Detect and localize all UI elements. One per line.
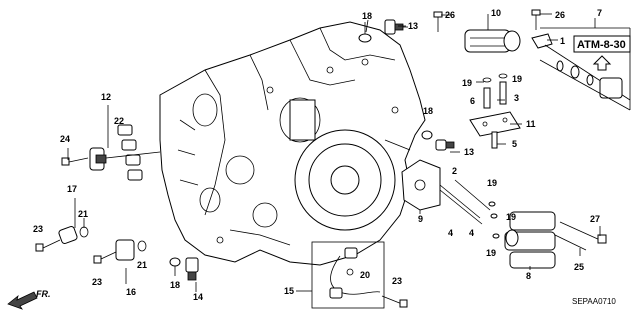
callout-17: 17 [67, 184, 77, 194]
harness-15 [311, 241, 385, 309]
leader-lines [67, 13, 601, 292]
washer-18-low [169, 257, 181, 267]
diagram-code: SEPAA0710 [572, 297, 616, 306]
callout-20: 20 [360, 270, 370, 280]
solenoid-detail [544, 44, 631, 101]
callout-13: 13 [408, 21, 418, 31]
callout-19: 19 [506, 212, 516, 222]
bolt-26-right [531, 9, 541, 30]
callout-1: 1 [560, 36, 565, 46]
bolt-23-mid [93, 251, 117, 264]
callout-26: 26 [555, 10, 565, 20]
transmission-housing [159, 21, 426, 266]
bolt-24 [61, 157, 89, 166]
callout-19: 19 [486, 248, 496, 258]
callout-21: 21 [137, 260, 147, 270]
callout-12: 12 [101, 92, 111, 102]
front-direction-arrow: FR. [7, 289, 51, 310]
cover-9 [401, 159, 441, 211]
valve-body-8 [504, 211, 556, 269]
bolt-26-left [433, 11, 443, 32]
reference-box: ATM-8-30 [539, 27, 631, 111]
callout-10: 10 [491, 8, 501, 18]
callout-23: 23 [92, 277, 102, 287]
pin-3 [498, 73, 508, 105]
callout-18: 18 [170, 280, 180, 290]
sensor-14 [185, 257, 199, 281]
callout-18: 18 [362, 11, 372, 21]
bolts-4 [439, 179, 491, 225]
washers-19 [488, 201, 500, 239]
bolt-23-left [35, 239, 61, 252]
sensor-16 [115, 239, 147, 261]
callout-11: 11 [526, 119, 536, 129]
bolt-25 [554, 234, 587, 251]
pin-6 [482, 77, 492, 109]
callout-19: 19 [512, 74, 522, 84]
bolt-18-top [358, 22, 372, 43]
front-arrow-icon [7, 291, 38, 310]
bracket-1 [531, 33, 553, 49]
callout-25: 25 [574, 262, 584, 272]
front-label: FR. [36, 289, 51, 299]
callout-18: 18 [423, 106, 433, 116]
callout-2: 2 [452, 166, 457, 176]
reference-label: ATM-8-30 [577, 39, 626, 51]
callout-14: 14 [193, 292, 203, 302]
callout-26: 26 [445, 10, 455, 20]
bolt-23-bottom [381, 295, 408, 308]
callout-21: 21 [78, 209, 88, 219]
callout-16: 16 [126, 287, 136, 297]
sensor-13-mid [435, 139, 455, 151]
callout-4: 4 [448, 228, 453, 238]
callout-8: 8 [526, 271, 531, 281]
washer-18-mid [421, 130, 433, 140]
callout-15: 15 [284, 286, 294, 296]
pin-5 [491, 131, 498, 149]
up-arrow-icon [592, 55, 612, 71]
bolt-27 [559, 221, 607, 244]
callout-19: 19 [462, 78, 472, 88]
callout-4: 4 [469, 228, 474, 238]
solenoid-10 [464, 29, 521, 53]
plate-11 [469, 111, 521, 137]
sensor-12 [89, 147, 107, 171]
callout-27: 27 [590, 214, 600, 224]
callout-24: 24 [60, 134, 70, 144]
callout-23: 23 [33, 224, 43, 234]
callout-23: 23 [392, 276, 402, 286]
sensor-17 [58, 226, 89, 244]
callout-7: 7 [597, 8, 602, 18]
callout-13: 13 [464, 147, 474, 157]
sensor-13-top [384, 19, 408, 35]
callout-9: 9 [418, 214, 423, 224]
callout-22: 22 [114, 116, 124, 126]
callout-numbers: 18 13 26 10 26 7 1 19 19 6 3 18 11 13 5 … [33, 8, 602, 302]
callout-6: 6 [470, 96, 475, 106]
connectors-22 [105, 124, 161, 181]
callout-5: 5 [512, 139, 517, 149]
callout-19: 19 [487, 178, 497, 188]
callout-3: 3 [514, 93, 519, 103]
